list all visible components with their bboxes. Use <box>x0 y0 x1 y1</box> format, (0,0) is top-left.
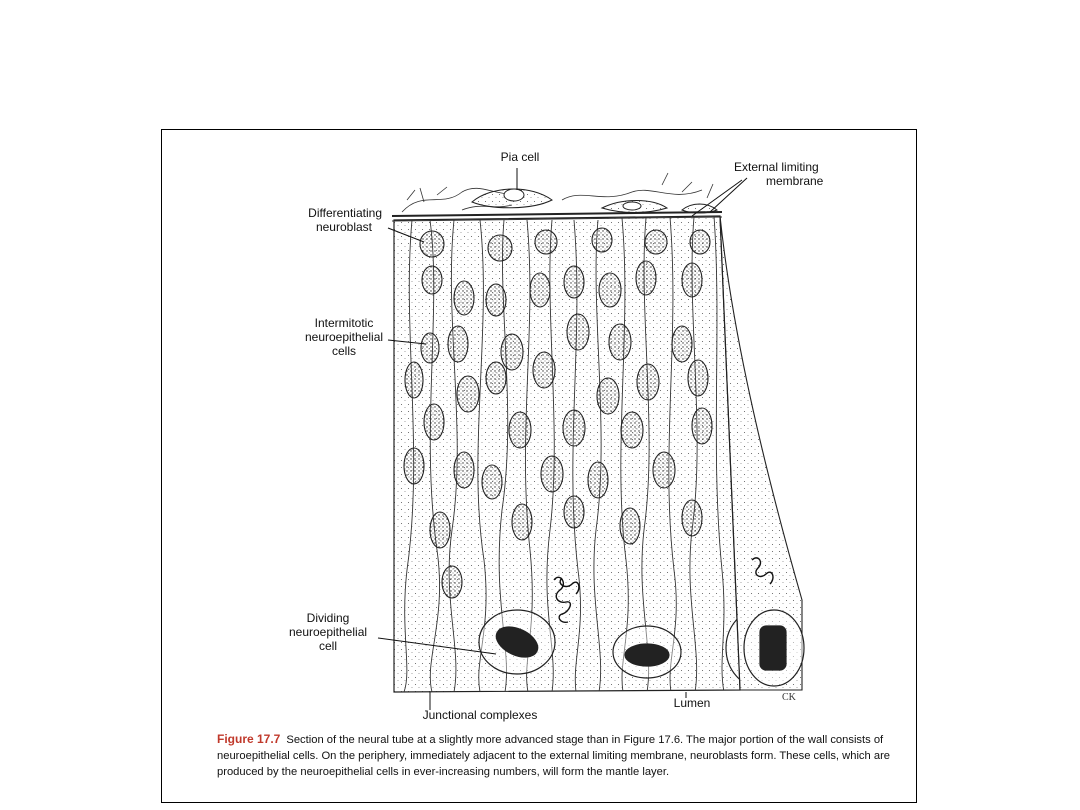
label-external-limiting-membrane: External limiting membrane <box>734 160 854 188</box>
label-dividing-line2: neuroepithelial <box>288 625 368 639</box>
pia-fibers <box>401 172 714 213</box>
right-dividing-cell <box>743 557 805 687</box>
neural-tube-illustration: CK <box>377 168 805 710</box>
figure-number: Figure 17.7 <box>217 732 281 746</box>
label-intermitotic-line2: neuroepithelial <box>304 330 384 344</box>
label-intermitotic-line3: cells <box>331 344 356 358</box>
dividing-cells <box>478 607 740 689</box>
label-pia-cell: Pia cell <box>500 150 540 164</box>
label-lumen: Lumen <box>673 696 711 710</box>
label-dividing-neuroepithelial-cell: Dividing neuroepithelial cell <box>278 611 378 653</box>
label-intermitotic-line1: Intermitotic <box>314 316 374 330</box>
figure-frame: CK Pia cell External limiting membrane D… <box>161 129 917 803</box>
label-external-limiting-line1: External limiting <box>734 160 819 174</box>
leader-lines <box>377 168 748 710</box>
label-dividing-line1: Dividing <box>306 611 350 625</box>
artist-signature: CK <box>782 692 797 703</box>
label-differentiating-line1: Differentiating <box>308 206 382 220</box>
cell-nuclei <box>403 227 713 599</box>
label-differentiating-line2: neuroblast <box>315 220 372 234</box>
lumen-edge <box>719 215 803 691</box>
mitotic-figures <box>553 576 580 624</box>
label-dividing-line3: cell <box>318 639 337 653</box>
figure-caption-text: Section of the neural tube at a slightly… <box>217 734 891 778</box>
label-intermitotic-neuroepithelial-cells: Intermitotic neuroepithelial cells <box>294 316 394 358</box>
pia-cells <box>471 188 718 214</box>
label-external-limiting-line2: membrane <box>766 174 824 188</box>
label-junctional-complexes: Junctional complexes <box>422 708 538 722</box>
label-differentiating-neuroblast: Differentiating neuroblast <box>282 206 382 234</box>
